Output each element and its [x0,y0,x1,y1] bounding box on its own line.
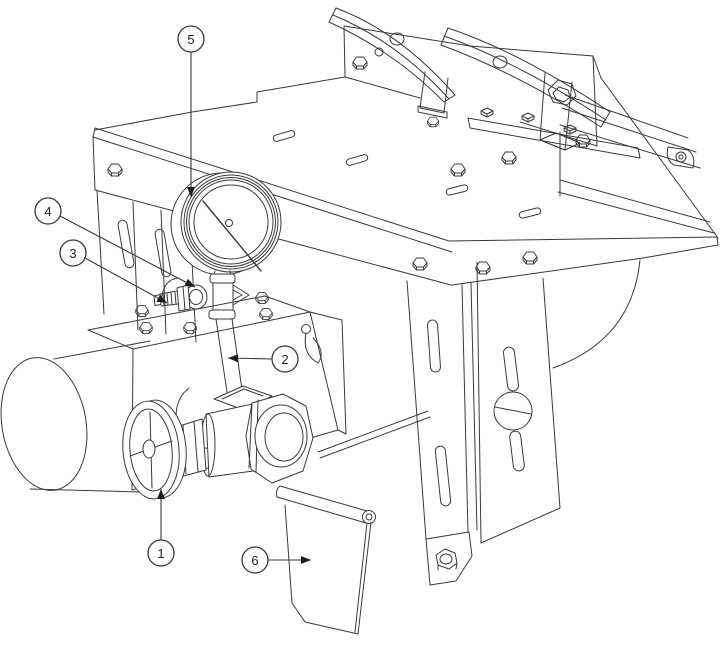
callout-6: 6 [241,546,311,574]
callout-number: 3 [69,246,76,261]
corner-gusset [666,146,695,169]
callout-5: 5 [177,25,205,197]
callout-balloon [59,239,87,267]
callout-2: 2 [227,345,299,373]
tee-fitting [208,273,250,393]
frame-bar [317,410,431,459]
valve-handwheel [122,399,187,500]
gauge-fitting-nut [176,284,208,312]
foot-bolt [435,548,458,571]
fill-pipe [215,318,243,393]
callout-number: 5 [187,32,194,47]
callout-arrowhead [157,489,165,499]
leg-foot [425,531,473,586]
leg-left [406,280,478,586]
leg-right [476,261,561,544]
callout-arrowhead [301,556,311,564]
coupling-nut [245,393,314,484]
callout-number: 6 [251,553,258,568]
deck-ribbed-panel [557,55,719,239]
orifice-fitting [153,290,179,307]
deck-back-edge [94,76,346,131]
curved-arm-right [440,27,611,151]
frame-deck [92,25,719,286]
callout-balloon [147,539,175,567]
callout-3: 3 [59,239,168,304]
frame-legs [406,259,641,586]
callout-balloon [34,197,62,225]
gauge-hub [225,219,233,227]
latch-hook [301,324,322,364]
callout-balloon [177,25,205,53]
arm-pivot-bolt [547,79,577,106]
gauge-assembly [153,171,282,411]
callout-arrowhead [156,294,167,303]
clamp-bar [450,107,641,177]
curved-bracket-arms [328,7,611,151]
callout-balloon [271,345,299,373]
valve-assembly [122,393,314,500]
deck-slots [272,130,542,219]
callout-arrowhead [228,354,239,363]
callout-arrowhead [184,278,195,287]
callout-4: 4 [34,197,196,288]
curved-arm-left [328,7,456,128]
callout-number: 1 [157,546,164,561]
callouts-layer: 1 2 3 4 5 6 [34,25,311,574]
gauge-needle [202,200,262,272]
keyhole [493,391,533,431]
tank-cylinder [0,340,151,493]
callout-1: 1 [147,489,175,567]
callout-leader-line [84,257,168,304]
deflector-plate [275,485,376,635]
valve-inlet-boss [213,385,273,411]
callout-leader-line [59,215,196,288]
callout-arrowhead [187,187,195,197]
callout-number: 4 [44,204,51,219]
callout-number: 2 [281,352,288,367]
disc-edge [552,259,641,369]
callout-balloon [241,546,269,574]
gauge-face [193,184,269,260]
deck-front-right-band [448,236,719,286]
